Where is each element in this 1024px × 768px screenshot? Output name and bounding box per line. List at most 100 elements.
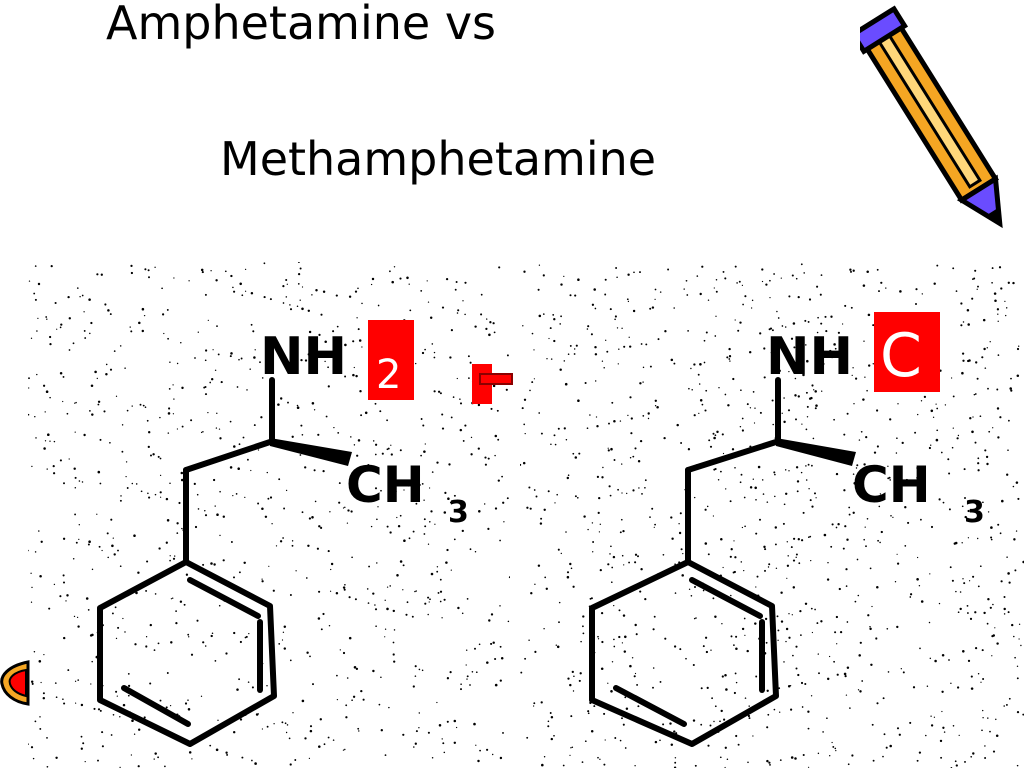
speckle-dot xyxy=(982,717,984,719)
speckle-dot xyxy=(254,762,257,765)
speckle-dot xyxy=(659,739,661,742)
speckle-dot xyxy=(1006,556,1008,558)
speckle-dot xyxy=(407,484,410,487)
speckle-dot xyxy=(1015,481,1019,484)
speckle-dot xyxy=(548,337,550,340)
speckle-dot xyxy=(464,424,467,427)
speckle-dot xyxy=(138,728,141,731)
speckle-dot xyxy=(724,674,727,677)
speckle-dot xyxy=(97,400,101,404)
speckle-dot xyxy=(200,268,204,272)
speckle-dot xyxy=(344,748,346,751)
speckle-dot xyxy=(1014,569,1017,572)
speckle-dot xyxy=(39,574,42,578)
speckle-dot xyxy=(778,687,781,690)
speckle-dot xyxy=(972,278,974,280)
speckle-dot xyxy=(183,603,186,606)
speckle-dot xyxy=(91,633,94,637)
speckle-dot xyxy=(639,439,643,443)
speckle-dot xyxy=(121,424,124,426)
speckle-dot xyxy=(508,576,511,579)
speckle-dot xyxy=(639,590,642,593)
speckle-dot xyxy=(849,268,852,271)
speckle-dot xyxy=(989,606,992,609)
speckle-dot xyxy=(212,349,214,351)
speckle-dot xyxy=(845,568,848,571)
speckle-dot xyxy=(60,323,63,326)
speckle-dot xyxy=(771,399,774,402)
speckle-dot xyxy=(543,627,545,630)
speckle-dot xyxy=(639,271,641,274)
speckle-dot xyxy=(147,492,149,495)
speckle-dot xyxy=(867,313,871,317)
speckle-dot xyxy=(727,404,730,407)
speckle-dot xyxy=(590,333,593,336)
speckle-dot xyxy=(375,625,377,627)
speckle-dot xyxy=(526,736,529,739)
speckle-dot xyxy=(62,537,66,540)
speckle-dot xyxy=(795,418,797,421)
speckle-dot xyxy=(357,439,361,442)
speckle-dot xyxy=(439,590,443,593)
speckle-dot xyxy=(855,467,858,469)
speckle-dot xyxy=(794,394,797,397)
speckle-dot xyxy=(790,337,794,340)
speckle-dot xyxy=(715,315,717,317)
speckle-dot xyxy=(878,290,880,293)
speckle-dot xyxy=(356,317,358,319)
speckle-dot xyxy=(372,592,375,595)
speckle-dot xyxy=(238,443,241,446)
speckle-dot xyxy=(611,661,614,663)
speckle-dot xyxy=(810,607,813,610)
speckle-dot xyxy=(436,461,439,464)
speckle-dot xyxy=(116,695,118,697)
speckle-dot xyxy=(550,358,553,360)
speckle-dot xyxy=(204,359,207,362)
speckle-dot xyxy=(652,667,655,669)
speckle-dot xyxy=(399,277,402,280)
speckle-dot xyxy=(165,541,168,544)
speckle-dot xyxy=(1003,607,1006,611)
speckle-dot xyxy=(783,420,786,424)
speckle-dot xyxy=(882,697,885,700)
speckle-dot xyxy=(573,675,575,677)
speckle-dot xyxy=(920,400,923,402)
speckle-dot xyxy=(866,389,868,392)
speckle-dot xyxy=(581,761,584,763)
speckle-dot xyxy=(957,434,960,437)
speckle-dot xyxy=(499,645,502,648)
speckle-dot xyxy=(620,518,623,521)
speckle-dot xyxy=(868,364,871,367)
speckle-dot xyxy=(224,270,227,273)
speckle-dot xyxy=(88,298,91,301)
speckle-dot xyxy=(289,594,292,596)
speckle-dot xyxy=(762,493,765,495)
speckle-dot xyxy=(542,313,545,315)
speckle-dot xyxy=(697,373,700,376)
speckle-dot xyxy=(829,755,831,757)
speckle-dot xyxy=(190,653,194,656)
speckle-dot xyxy=(215,279,218,282)
speckle-dot xyxy=(962,650,965,653)
speckle-dot xyxy=(399,514,402,517)
speckle-dot xyxy=(954,541,958,545)
speckle-dot xyxy=(503,521,505,523)
speckle-dot xyxy=(617,488,619,491)
speckle-dot xyxy=(725,488,727,490)
speckle-dot xyxy=(676,423,679,427)
speckle-dot xyxy=(580,640,582,643)
speckle-dot xyxy=(967,659,971,663)
speckle-dot xyxy=(707,299,710,301)
speckle-dot xyxy=(603,712,606,715)
speckle-dot xyxy=(610,447,613,451)
speckle-dot xyxy=(996,407,1000,410)
speckle-dot xyxy=(928,621,931,624)
speckle-dot xyxy=(159,416,161,419)
speckle-dot xyxy=(834,347,837,350)
speckle-dot xyxy=(443,511,447,514)
speckle-dot xyxy=(44,440,47,442)
speckle-dot xyxy=(73,615,76,618)
speckle-dot xyxy=(597,638,600,640)
speckle-dot xyxy=(860,430,863,433)
speckle-dot xyxy=(591,522,594,524)
